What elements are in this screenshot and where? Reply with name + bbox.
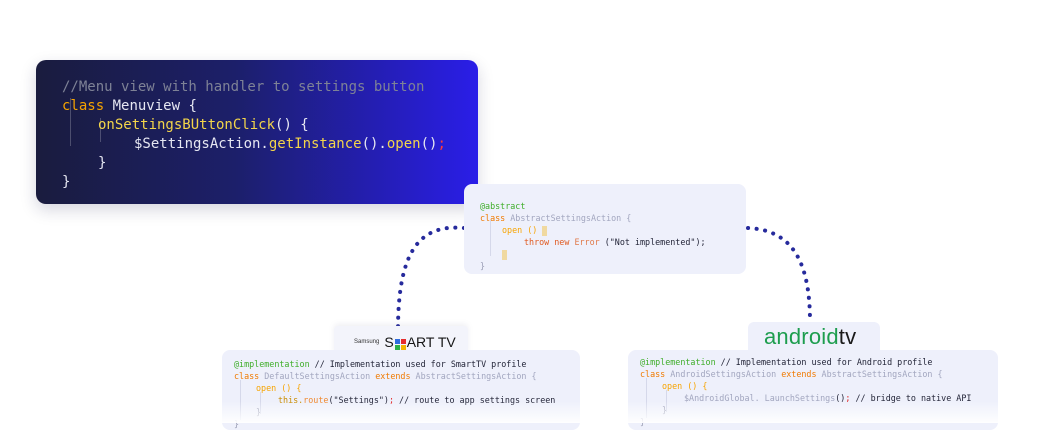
code-comment: // Implementation used for SmartTV profi… — [309, 359, 527, 369]
connector-right — [746, 226, 812, 324]
bottom-fade — [0, 401, 1038, 423]
code-extends: extends — [781, 369, 817, 379]
code-line-4: this.route("Settings"); // route to app … — [234, 394, 580, 406]
code-brace: } — [480, 261, 486, 271]
androidtv-label: androidtv — [748, 322, 880, 352]
code-line-3: onSettingsBUttonClick() { — [62, 116, 478, 135]
code-call: getInstance — [268, 136, 362, 152]
code-line-5 — [480, 248, 746, 260]
code-extends: extends — [375, 371, 411, 381]
code-line-1: @implementation // Implementation used f… — [234, 358, 580, 370]
code-line-4: $SettingsAction.getInstance().open(); — [62, 135, 478, 154]
code-keyword: class — [640, 369, 666, 379]
code-semicolon: ; — [845, 393, 851, 403]
code-args: () — [835, 393, 846, 403]
code-line-3: open () — [480, 224, 746, 236]
code-line-2: class Menuview { — [62, 97, 478, 116]
menu-view-code-card: //Menu view with handler to settings but… — [36, 60, 478, 204]
code-comment: // Implementation used for Android profi… — [715, 357, 933, 367]
code-line-1: @abstract — [480, 200, 746, 212]
code-line-2: class AndroidSettingsAction extends Abst… — [640, 368, 998, 380]
code-this: this. — [278, 395, 304, 405]
code-keyword: throw new — [524, 237, 570, 247]
code-line-5: } — [62, 154, 478, 173]
code-line-6: } — [62, 173, 478, 192]
code-class-name: DefaultSettingsAction — [264, 371, 371, 381]
code-base-class: AbstractSettingsAction { — [821, 369, 943, 379]
code-class-name: AndroidSettingsAction — [670, 369, 777, 379]
tv-text: tv — [838, 324, 857, 349]
code-class-name: Menuview { — [112, 98, 197, 114]
code-punct: () { — [275, 117, 309, 133]
annotation: @implementation — [640, 357, 716, 367]
code-method: open () — [502, 225, 538, 235]
code-method: open () { — [256, 383, 302, 393]
code-method-name: onSettingsBUttonClick — [98, 117, 276, 133]
samsung-small-text: Samsung — [354, 339, 380, 345]
brace-highlight — [542, 225, 548, 236]
android-text: android — [764, 324, 839, 349]
code-semicolon: ; — [388, 395, 394, 405]
code-class-name: AbstractSettingsAction { — [510, 213, 632, 223]
code-call-open: open — [386, 136, 421, 152]
annotation: @implementation — [234, 359, 310, 369]
connector-left — [396, 225, 466, 332]
code-global-call: $AndroidGlobal. LaunchSettings — [684, 393, 836, 403]
code-line-6: } — [480, 260, 746, 272]
code-line-1: @implementation // Implementation used f… — [640, 356, 998, 368]
code-line-3: open () { — [234, 382, 580, 394]
brace-highlight — [502, 249, 507, 260]
code-comment: // bridge to native API — [850, 393, 972, 403]
code-line-2: class DefaultSettingsAction extends Abst… — [234, 370, 580, 382]
code-line-2: class AbstractSettingsAction { — [480, 212, 746, 224]
code-keyword: class — [234, 371, 260, 381]
code-keyword: class — [62, 98, 105, 114]
code-brace: } — [98, 155, 107, 171]
annotation: @abstract — [480, 201, 526, 211]
code-method: open () { — [662, 381, 708, 391]
samsung-smarttv-label: Samsung S ART TV — [334, 326, 468, 354]
code-object: $SettingsAction. — [134, 136, 269, 152]
code-line-4: throw new Error ("Not implemented"); — [480, 236, 746, 248]
code-line-3: open () { — [640, 380, 998, 392]
code-comment: // route to app settings screen — [394, 395, 556, 405]
code-route-call: route — [303, 395, 329, 405]
code-line-1: //Menu view with handler to settings but… — [62, 78, 478, 97]
code-punct: () — [420, 136, 438, 152]
code-semicolon: ; — [437, 136, 446, 152]
code-keyword: class — [480, 213, 506, 223]
smart-m-logo-icon — [394, 337, 406, 350]
smart-rest: ART TV — [406, 334, 456, 350]
code-punct: (). — [361, 136, 387, 152]
code-line-4: $AndroidGlobal. LaunchSettings(); // bri… — [640, 392, 998, 404]
code-args: ("Settings") — [328, 395, 389, 405]
smart-s: S — [384, 334, 394, 350]
code-comment: //Menu view with handler to settings but… — [62, 79, 425, 95]
code-base-class: AbstractSettingsAction { — [415, 371, 537, 381]
code-brace: } — [62, 174, 71, 190]
abstract-code-card: @abstract class AbstractSettingsAction {… — [464, 184, 746, 274]
code-string: ("Not implemented"); — [604, 237, 706, 247]
code-error-type: Error — [574, 237, 600, 247]
